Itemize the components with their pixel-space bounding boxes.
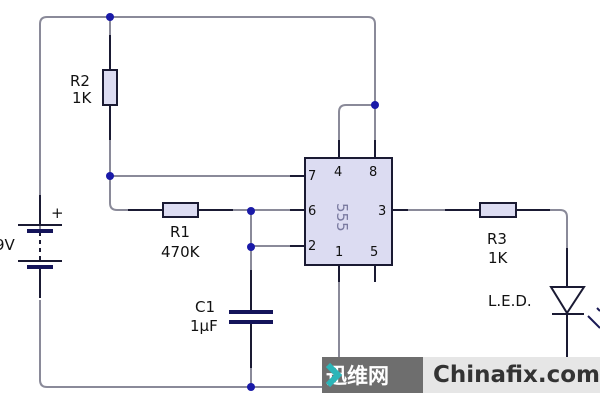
resistor-r3: R3 1K: [479, 202, 517, 267]
r1-value: 470K: [161, 243, 201, 261]
r3-name: R3: [487, 230, 507, 248]
pin-2-label: 2: [308, 239, 316, 254]
battery: + 9V: [0, 204, 64, 269]
battery-polarity: +: [51, 204, 64, 222]
capacitor-c1: C1 1µF: [190, 298, 273, 335]
junction-pin6: [247, 207, 255, 215]
junction-pin48: [371, 101, 379, 109]
pin-5-label: 5: [370, 245, 378, 260]
junction-pin7: [106, 172, 114, 180]
led: L.E.D.: [488, 286, 600, 329]
watermark-left: 迅维网: [322, 357, 423, 393]
resistor-r1: R1 470K: [161, 202, 201, 261]
r2-body: [102, 69, 118, 106]
wire-r3-to-led: [550, 209, 568, 248]
junction-pin2: [247, 243, 255, 251]
wire-r2-down: [109, 140, 128, 211]
wire-left-bottom: [39, 300, 560, 388]
ic-body: [304, 157, 393, 266]
r3-value: 1K: [488, 249, 509, 267]
pin-7-label: 7: [308, 169, 316, 184]
ic-555: 555 7 4 8 6 3 2 1 5: [304, 157, 393, 266]
wire-top: [39, 16, 376, 230]
junction-c1-gnd: [247, 383, 255, 391]
r3-body: [479, 202, 517, 218]
watermark-en: Chinafix.com: [432, 362, 600, 388]
watermark: 迅维网 Chinafix.com: [322, 357, 600, 393]
resistor-r2: R2 1K: [70, 69, 118, 107]
wire-pin4-loop: [338, 104, 375, 140]
junction-top: [106, 13, 114, 21]
chevron-logo-icon: [325, 362, 343, 388]
r2-name: R2: [70, 72, 90, 90]
pin-4-label: 4: [334, 165, 342, 180]
battery-value: 9V: [0, 236, 16, 254]
ic-label: 555: [333, 203, 351, 232]
led-name: L.E.D.: [488, 292, 532, 310]
pin-8-label: 8: [369, 165, 377, 180]
c1-name: C1: [195, 298, 215, 316]
pin-6-label: 6: [308, 204, 316, 219]
r2-value: 1K: [72, 89, 93, 107]
led-emission-arrow-icon: [587, 315, 600, 329]
c1-value: 1µF: [190, 317, 218, 335]
pin-3-label: 3: [378, 204, 386, 219]
r1-body: [162, 202, 199, 218]
watermark-right: Chinafix.com: [422, 357, 600, 393]
led-triangle: [549, 286, 586, 315]
r1-name: R1: [170, 223, 190, 241]
pin-1-label: 1: [335, 245, 343, 260]
